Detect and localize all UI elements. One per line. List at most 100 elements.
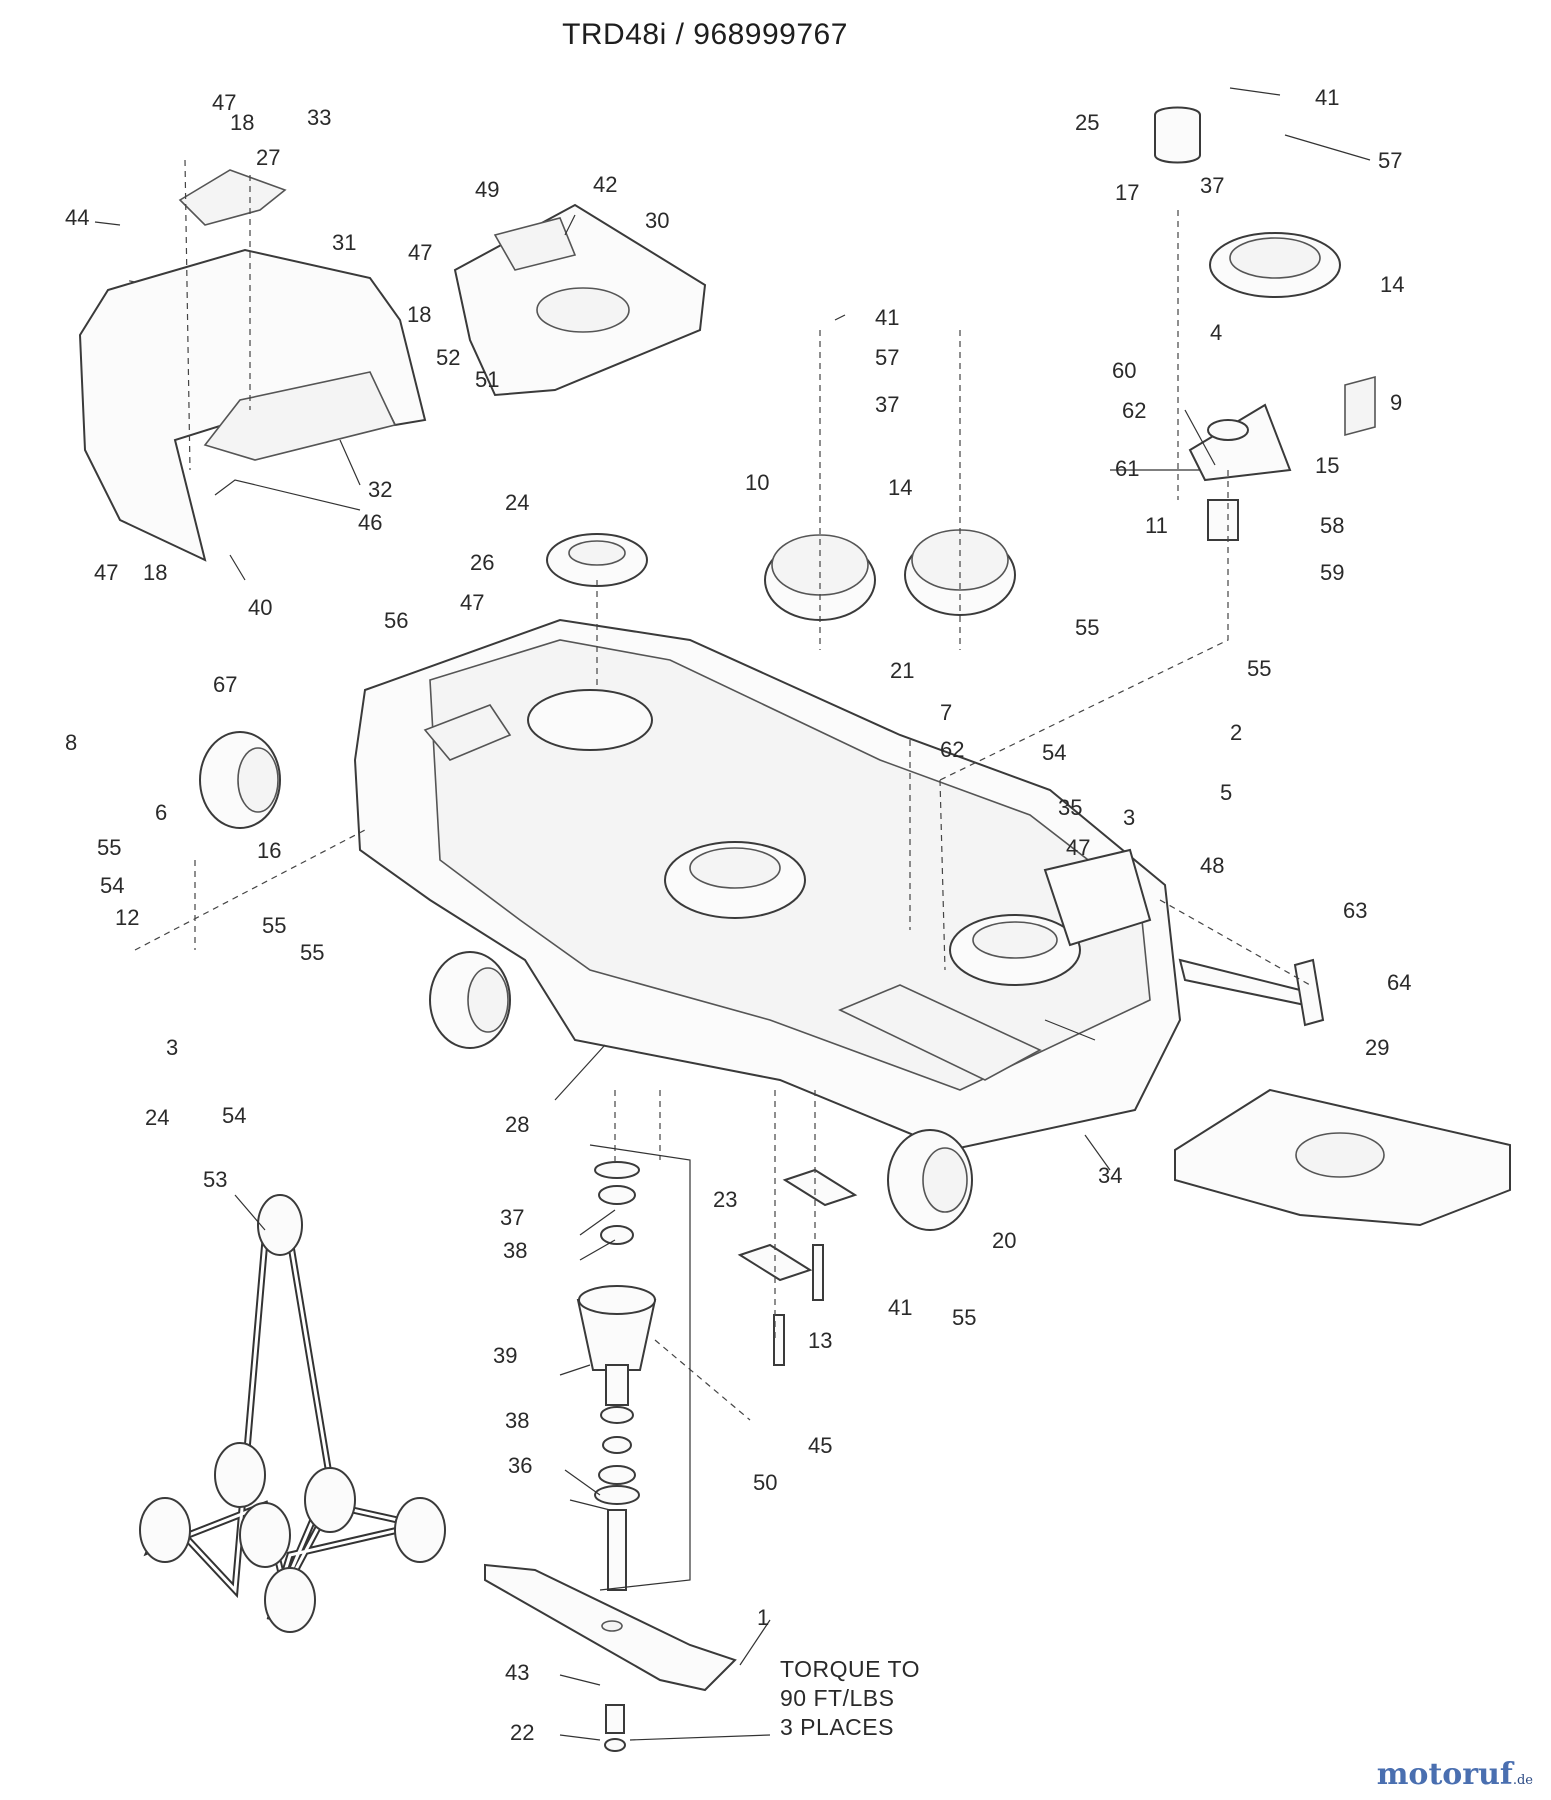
callout: 53 bbox=[203, 1167, 227, 1192]
callout: 41 bbox=[875, 305, 899, 330]
callout: 25 bbox=[1075, 110, 1099, 135]
callout: 10 bbox=[745, 470, 769, 495]
lower-cover bbox=[1174, 1088, 1511, 1227]
callout: 33 bbox=[307, 105, 331, 130]
diagram-title: TRD48i / 968999767 bbox=[562, 18, 848, 51]
spindle-assembly bbox=[576, 1161, 657, 1591]
callout: 24 bbox=[145, 1105, 169, 1130]
callout: 67 bbox=[213, 672, 237, 697]
callout: 57 bbox=[875, 345, 899, 370]
callout: 3 bbox=[1123, 805, 1135, 830]
callout: 14 bbox=[888, 475, 912, 500]
callout: 55 bbox=[300, 940, 324, 965]
callout: 38 bbox=[505, 1408, 529, 1433]
callout: 18 bbox=[407, 302, 431, 327]
callout: 41 bbox=[888, 1295, 912, 1320]
callout: 54 bbox=[100, 873, 124, 898]
torque-note-line: TORQUE TO bbox=[780, 1656, 920, 1682]
callout: 56 bbox=[384, 608, 408, 633]
callout: 37 bbox=[1200, 173, 1224, 198]
callout: 5 bbox=[1220, 780, 1232, 805]
callout: 47 bbox=[460, 590, 484, 615]
callout: 55 bbox=[262, 913, 286, 938]
pulleys bbox=[546, 529, 1016, 621]
rear-bracket bbox=[1043, 848, 1325, 1027]
callout: 29 bbox=[1365, 1035, 1389, 1060]
callout: 62 bbox=[1122, 398, 1146, 423]
gauge-wheels bbox=[199, 731, 973, 1231]
callout: 24 bbox=[505, 490, 529, 515]
callout: 6 bbox=[155, 800, 167, 825]
callout: 32 bbox=[368, 477, 392, 502]
callout: 15 bbox=[1315, 453, 1339, 478]
callout: 37 bbox=[500, 1205, 524, 1230]
callout: 39 bbox=[493, 1343, 517, 1368]
callout: 40 bbox=[248, 595, 272, 620]
callout: 28 bbox=[505, 1112, 529, 1137]
callout: 3 bbox=[166, 1035, 178, 1060]
callout: 58 bbox=[1320, 513, 1344, 538]
discharge-chute bbox=[78, 169, 427, 562]
mower-deck bbox=[353, 618, 1182, 1152]
callout: 20 bbox=[992, 1228, 1016, 1253]
callout: 62 bbox=[940, 737, 964, 762]
callout: 49 bbox=[475, 177, 499, 202]
callout: 61 bbox=[1115, 456, 1139, 481]
assembly-lines bbox=[124, 159, 1311, 1421]
callout: 55 bbox=[97, 835, 121, 860]
callout: 59 bbox=[1320, 560, 1344, 585]
callout: 50 bbox=[753, 1470, 777, 1495]
callout: 11 bbox=[1145, 513, 1168, 538]
drive-belt bbox=[139, 1194, 446, 1633]
callout: 9 bbox=[1390, 390, 1402, 415]
callout: 51 bbox=[475, 367, 499, 392]
callout: 37 bbox=[875, 392, 899, 417]
callout: 12 bbox=[115, 905, 139, 930]
callout: 7 bbox=[940, 700, 952, 725]
callout: 36 bbox=[508, 1453, 532, 1478]
watermark-tld: .de bbox=[1512, 1773, 1533, 1788]
mower-blade bbox=[484, 1563, 737, 1752]
callout: 34 bbox=[1098, 1163, 1122, 1188]
torque-note-line: 90 FT/LBS bbox=[780, 1685, 895, 1711]
callout: 4 bbox=[1210, 320, 1222, 345]
callout: 30 bbox=[645, 208, 669, 233]
callout: 55 bbox=[952, 1305, 976, 1330]
callout: 22 bbox=[510, 1720, 534, 1745]
callout: 17 bbox=[1115, 180, 1139, 205]
callout: 47 bbox=[408, 240, 432, 265]
callout: 47 bbox=[94, 560, 118, 585]
callout: 55 bbox=[1247, 656, 1271, 681]
callout: 21 bbox=[890, 658, 914, 683]
callout: 14 bbox=[1380, 272, 1404, 297]
spacer-plates bbox=[737, 1168, 858, 1366]
torque-note-line: 3 PLACES bbox=[780, 1714, 894, 1740]
callout: 44 bbox=[65, 205, 89, 230]
callout: 45 bbox=[808, 1433, 832, 1458]
callout-leaders bbox=[94, 87, 1371, 1741]
callout: 2 bbox=[1230, 720, 1242, 745]
callout: 64 bbox=[1387, 970, 1411, 995]
idler-assembly bbox=[1154, 106, 1376, 541]
callout: 1 bbox=[757, 1605, 769, 1630]
watermark-logo: motoruf.de bbox=[1377, 1757, 1533, 1792]
callout: 54 bbox=[1042, 740, 1066, 765]
callout: 52 bbox=[436, 345, 460, 370]
callout: 43 bbox=[505, 1660, 529, 1685]
callout: 55 bbox=[1075, 615, 1099, 640]
callout: 8 bbox=[65, 730, 77, 755]
callout: 16 bbox=[257, 838, 281, 863]
callout: 26 bbox=[470, 550, 494, 575]
callout: 18 bbox=[143, 560, 167, 585]
callout: 63 bbox=[1343, 898, 1367, 923]
callout: 42 bbox=[593, 172, 617, 197]
spindle-group-bracket bbox=[589, 1144, 691, 1591]
torque-note: TORQUE TO 90 FT/LBS 3 PLACES bbox=[780, 1655, 920, 1742]
callout: 18 bbox=[230, 110, 254, 135]
watermark-name: motoruf bbox=[1376, 1757, 1513, 1792]
callout: 35 bbox=[1058, 795, 1082, 820]
callout: 38 bbox=[503, 1238, 527, 1263]
callout: 41 bbox=[1315, 85, 1339, 110]
callout: 31 bbox=[332, 230, 356, 255]
